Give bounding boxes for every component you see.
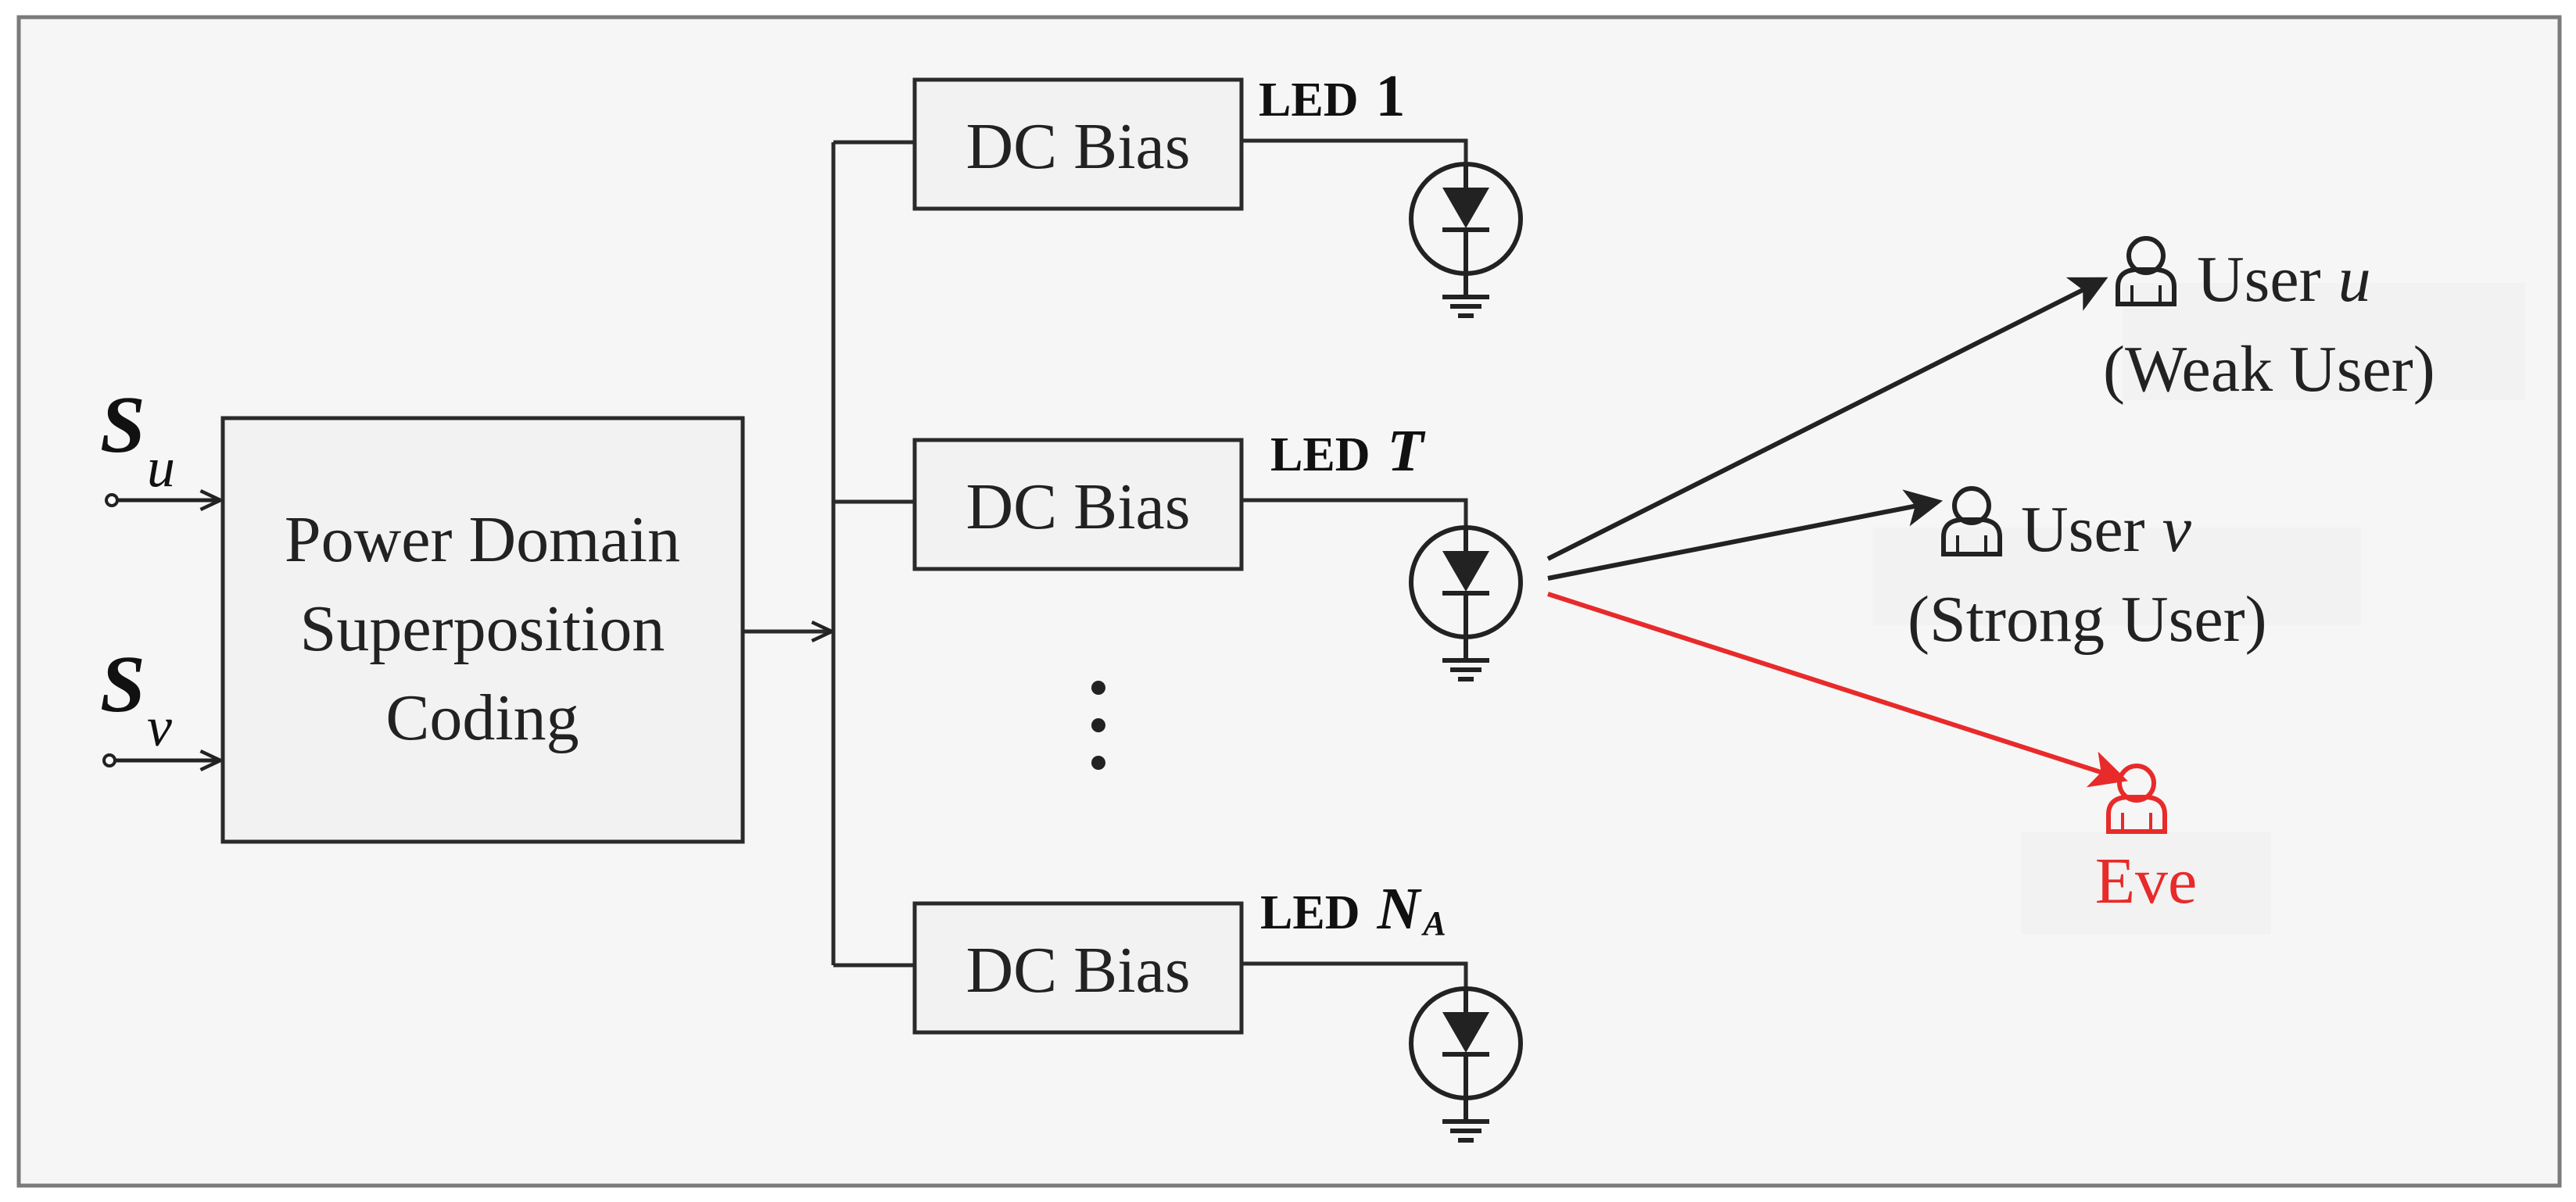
led-t-label: LED T [1270, 418, 1425, 484]
signal-source-icon [102, 753, 116, 767]
signal-su: S u [100, 380, 220, 506]
dc-bias-label: DC Bias [966, 470, 1190, 543]
sv-subscript: v [147, 696, 172, 758]
led-n-label: LED N A [1260, 876, 1446, 943]
user-v-role: (Strong User) [1908, 583, 2267, 656]
su-subscript: u [147, 436, 175, 499]
user-u: User u (Weak User) [2103, 238, 2525, 406]
encoder-label-line1: Power Domain [285, 503, 680, 576]
ray-to-eve [1547, 592, 2128, 788]
ray-to-user-v [1547, 489, 1944, 581]
signal-source-icon [105, 493, 119, 507]
dc-bias-block-n: DC Bias [912, 901, 1244, 1035]
led-n: LED N A [1241, 876, 1521, 1140]
su-letter: S [100, 380, 145, 470]
user-v-name: User v [2021, 493, 2192, 566]
user-u-role: (Weak User) [2103, 333, 2435, 406]
signal-sv: S v [100, 639, 220, 766]
dc-bias-label: DC Bias [966, 934, 1190, 1007]
encoder-label-line2: Superposition [300, 592, 665, 665]
encoder-label-line3: Coding [385, 681, 579, 754]
ray-to-user-u [1546, 277, 2108, 561]
eve-label: Eve [2095, 845, 2198, 918]
ellipsis-dots [1091, 681, 1105, 770]
led-1-label: LED 1 [1259, 63, 1405, 129]
dc-bias-label: DC Bias [966, 110, 1190, 183]
transmission-rays [1546, 277, 2128, 788]
user-u-name: User u [2197, 243, 2371, 316]
dc-bias-block-1: DC Bias [912, 77, 1244, 211]
eavesdropper-eve: Eve [2021, 766, 2271, 934]
led-1: LED 1 [1241, 63, 1521, 316]
dc-bias-block-t: DC Bias [912, 438, 1244, 571]
distribution-bus [743, 140, 915, 968]
superposition-coding-block: Power Domain Superposition Coding [220, 416, 745, 844]
sv-letter: S [100, 639, 145, 729]
led-t: LED T [1241, 418, 1521, 679]
user-v: User v (Strong User) [1872, 488, 2361, 656]
